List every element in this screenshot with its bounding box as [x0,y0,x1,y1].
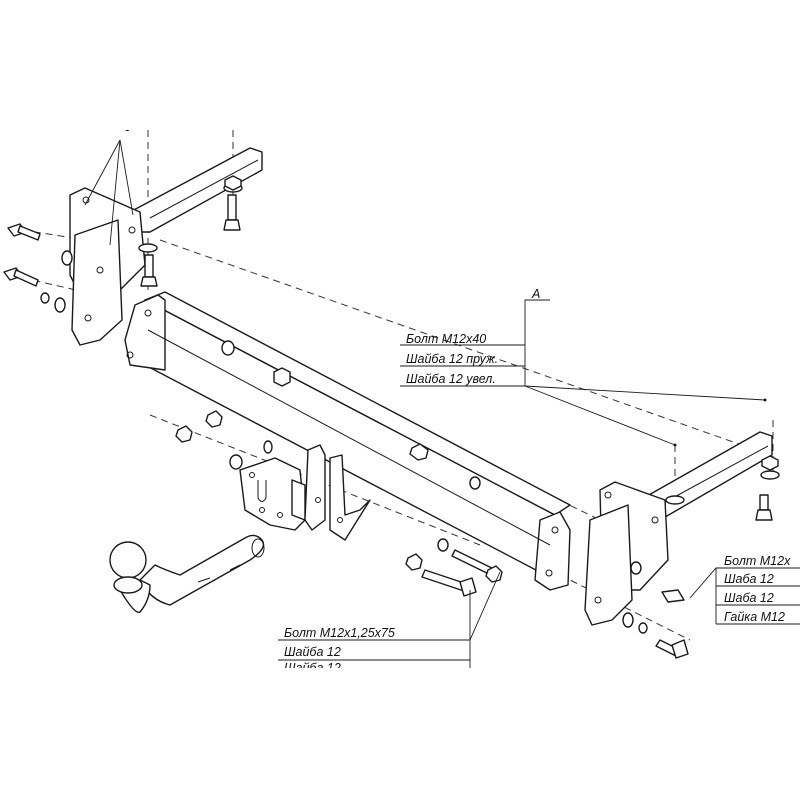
callout-right-line-2: Шаба 12 [724,572,774,586]
callout-a-line-1: Болт М12х40 [406,332,486,346]
callout-bottom-line-1: Болт М12х1,25х75 [284,626,395,640]
ball-mount-plate [239,457,306,531]
bolt-vertical-center [140,254,158,287]
callout-right-line-3: Шаба 12 [724,591,774,605]
left-side-bracket [69,147,263,346]
callout-right-line-4: Гайка М12 [724,610,785,624]
nuts [175,175,779,583]
callout-right: Болт М12х Шаба 12 Шаба 12 Гайка М12 [689,554,800,625]
callout-a: A Болт М12х40 Шайба 12 пруж. Шайба 12 ув… [400,287,767,447]
washers [40,183,780,634]
bolts [3,194,773,659]
bolt-left-lower [3,267,39,287]
bolt-left-upper [7,223,41,241]
crop-mask [270,668,490,688]
callout-top-left-mark: - [125,123,129,137]
callout-a-line-3: Шайба 12 увел. [406,372,496,386]
main-cross-beam [124,291,571,591]
callout-right-line-1: Болт М12х [724,554,791,568]
callout-a-line-2: Шайба 12 пруж. [406,352,498,366]
bolt-right-lower [655,589,689,659]
callout-top-left: - [84,123,134,246]
bolt-right-vertical [755,494,773,521]
callout-a-letter: A [531,287,540,301]
center-brackets [304,444,371,541]
bolt-vertical-left [223,194,241,231]
callout-bottom-line-2: Шайба 12 [284,645,341,659]
tow-ball-assembly [109,534,265,613]
